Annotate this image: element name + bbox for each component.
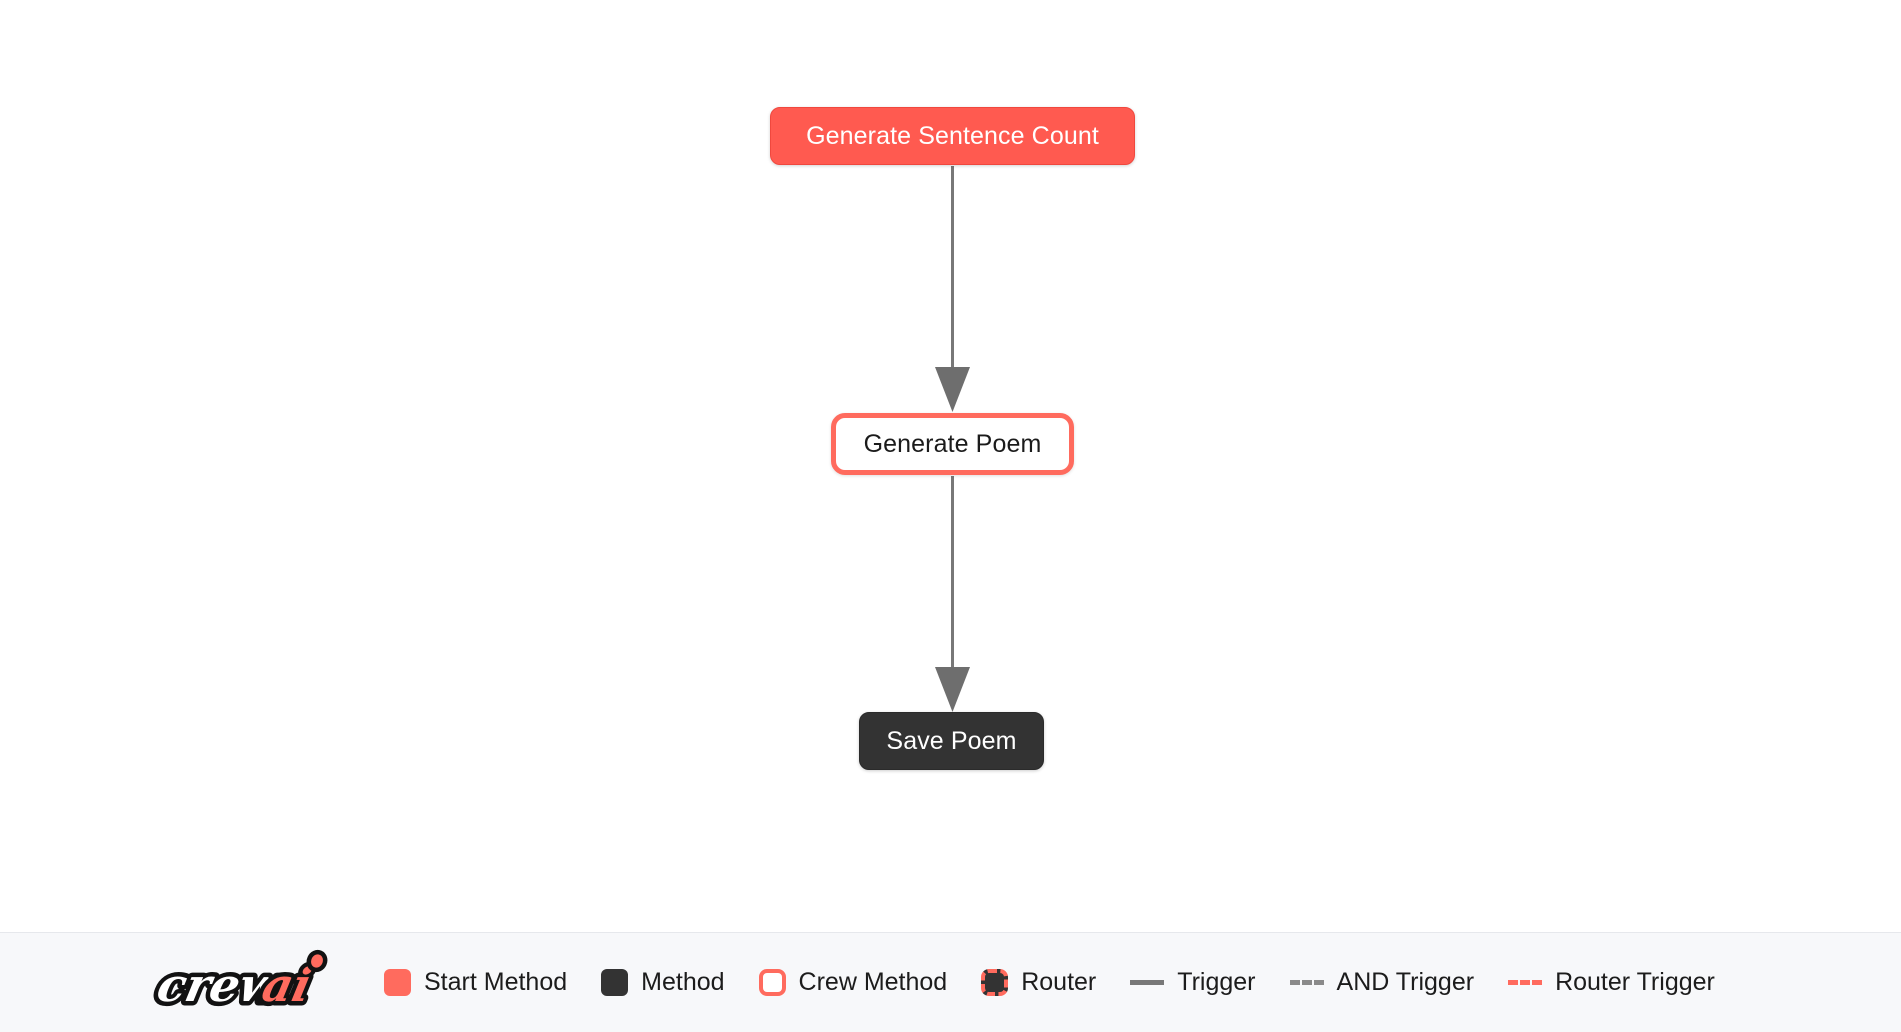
trigger-line-icon xyxy=(1130,980,1165,985)
legend-items: Start Method Method Crew Method Router T… xyxy=(384,969,1715,996)
legend-label: Router xyxy=(1021,968,1097,996)
router-swatch-icon xyxy=(981,969,1009,996)
edge-generate-sentence-count-to-generate-poem xyxy=(935,166,970,412)
legend-label: Trigger xyxy=(1177,968,1256,996)
and-trigger-line-icon xyxy=(1289,980,1324,985)
flow-canvas[interactable]: Generate Sentence Count Generate Poem Sa… xyxy=(0,0,1901,932)
legend-item-router-trigger: Router Trigger xyxy=(1508,970,1715,995)
node-label: Generate Poem xyxy=(863,429,1042,458)
legend-item-trigger: Trigger xyxy=(1130,968,1256,996)
legend-bar: crew ai Start Method Method Crew Method … xyxy=(0,932,1901,1032)
crewai-logo: crew ai xyxy=(148,949,328,1016)
flow-node-generate-poem[interactable]: Generate Poem xyxy=(831,413,1074,475)
legend-item-router: Router xyxy=(981,969,1096,996)
router-trigger-line-icon xyxy=(1508,980,1543,985)
edge-generate-poem-to-save-poem xyxy=(935,476,970,712)
method-swatch-icon xyxy=(601,969,629,996)
node-label: Save Poem xyxy=(886,726,1017,755)
legend-label: Router Trigger xyxy=(1555,968,1715,996)
crewai-logo-dot xyxy=(306,949,328,972)
legend-item-and-trigger: AND Trigger xyxy=(1289,968,1475,996)
crewai-logo-crew: crew xyxy=(153,957,288,1011)
legend-label: Crew Method xyxy=(798,968,948,996)
legend-item-start-method: Start Method xyxy=(384,969,567,996)
flow-node-save-poem[interactable]: Save Poem xyxy=(859,712,1044,770)
legend-label: Method xyxy=(641,968,725,996)
legend-item-crew-method: Crew Method xyxy=(758,968,948,996)
legend-label: AND Trigger xyxy=(1336,968,1475,996)
crew-method-swatch-icon xyxy=(758,969,786,996)
legend-label: Start Method xyxy=(424,968,568,996)
start-method-swatch-icon xyxy=(384,969,411,996)
flow-node-generate-sentence-count[interactable]: Generate Sentence Count xyxy=(770,107,1135,165)
node-label: Generate Sentence Count xyxy=(806,121,1099,150)
legend-item-method: Method xyxy=(601,968,725,996)
